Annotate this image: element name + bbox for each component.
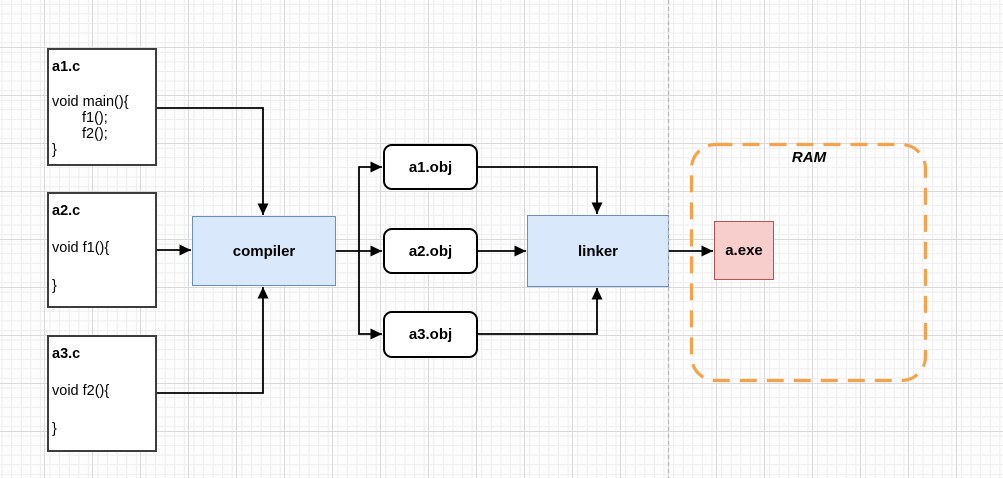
object-file-node-a2obj[interactable]: a2.obj <box>383 228 478 274</box>
executable-node-aexe[interactable]: a.exe <box>714 221 774 280</box>
code-line: void f2(){ <box>52 383 110 399</box>
ram-label: RAM <box>791 149 827 166</box>
connector-compiler-to-a1obj[interactable] <box>358 161 382 251</box>
ram-boundary[interactable] <box>689 142 928 383</box>
object-file-node-a1obj[interactable]: a1.obj <box>383 144 478 190</box>
code-line: f2(); <box>82 126 108 142</box>
code-line: void f1(){ <box>52 240 110 256</box>
linker-label: linker <box>577 242 619 260</box>
object-file-label: a1.obj <box>408 158 453 176</box>
source-file-node-a1c[interactable]: a1.c void main(){ f1(); f2(); } <box>47 48 157 166</box>
linker-node[interactable]: linker <box>527 215 669 287</box>
object-file-label: a3.obj <box>408 326 453 343</box>
code-line: } <box>52 421 57 437</box>
source-file-title: a3.c <box>52 346 81 362</box>
compiler-node[interactable]: compiler <box>192 216 336 286</box>
source-file-node-a3c[interactable]: a3.c void f2(){ } <box>47 335 157 452</box>
connector-a1obj-to-linker[interactable] <box>478 166 603 214</box>
connector-a1c-to-compiler[interactable] <box>157 107 269 215</box>
code-line: } <box>52 278 57 294</box>
code-line: f1(); <box>82 110 108 126</box>
source-file-title: a2.c <box>52 203 81 219</box>
code-line: } <box>52 142 57 158</box>
connector-a3obj-to-linker[interactable] <box>478 288 603 335</box>
source-file-node-a2c[interactable]: a2.c void f1(){ } <box>47 192 157 308</box>
executable-label: a.exe <box>725 242 763 259</box>
object-file-label: a2.obj <box>408 242 453 260</box>
compiler-label: compiler <box>232 242 296 260</box>
object-file-node-a3obj[interactable]: a3.obj <box>383 311 478 358</box>
source-file-title: a1.c <box>52 59 81 75</box>
connector-compiler-to-a3obj[interactable] <box>358 251 382 340</box>
code-line: void main(){ <box>52 94 129 110</box>
connector-a3c-to-compiler[interactable] <box>157 287 269 394</box>
